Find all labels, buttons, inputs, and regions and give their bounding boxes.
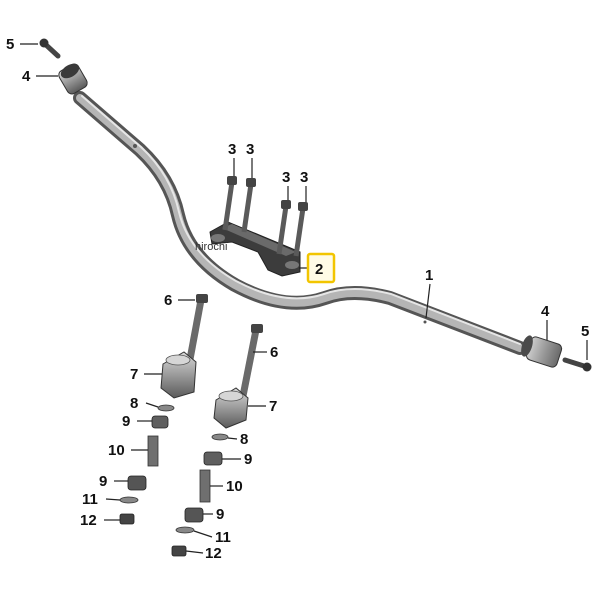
callout-12-right[interactable]: 12 <box>205 545 222 562</box>
sleeve-right <box>199 469 211 503</box>
callout-4-left[interactable]: 4 <box>22 68 31 85</box>
riser-right <box>213 387 249 429</box>
callout-9-b[interactable]: 9 <box>244 451 252 468</box>
callout-6-left[interactable]: 6 <box>164 292 172 309</box>
bushing-right-upper <box>203 451 223 466</box>
highlight-box <box>306 252 336 284</box>
callout-10-left[interactable]: 10 <box>108 442 125 459</box>
callout-9-d[interactable]: 9 <box>216 506 224 523</box>
washer-right-lower <box>175 526 195 534</box>
bar-end-weight-right <box>521 335 563 368</box>
callout-8-right[interactable]: 8 <box>240 431 248 448</box>
washer-right-upper <box>211 433 229 441</box>
callout-7-right[interactable]: 7 <box>269 398 277 415</box>
clamp-bolt-1 <box>222 176 237 231</box>
callout-9-a[interactable]: 9 <box>122 413 130 430</box>
clamp-bolt-2 <box>241 178 256 233</box>
handlebar <box>73 91 527 355</box>
callout-6-right[interactable]: 6 <box>270 344 278 361</box>
bushing-left-upper <box>151 415 169 429</box>
bushing-left-lower <box>127 475 147 491</box>
callout-9-c[interactable]: 9 <box>99 473 107 490</box>
callout-10-right[interactable]: 10 <box>226 478 243 495</box>
watermark-text: hirochi <box>195 241 227 253</box>
callout-3-c[interactable]: 3 <box>282 169 290 186</box>
clamp-bolt-4 <box>293 202 308 257</box>
clamp-bolt-3 <box>276 200 291 255</box>
callout-1[interactable]: 1 <box>425 267 433 284</box>
callout-3-a[interactable]: 3 <box>228 141 236 158</box>
callout-2[interactable]: 2 <box>315 261 323 278</box>
bar-end-screw-left <box>39 38 61 59</box>
callout-4-right[interactable]: 4 <box>541 303 550 320</box>
bar-end-weight-left <box>58 63 88 95</box>
sleeve-left <box>147 435 159 467</box>
callout-7-left[interactable]: 7 <box>130 366 138 383</box>
nut-left <box>119 513 135 525</box>
leader-lines <box>20 43 588 554</box>
callout-3-b[interactable]: 3 <box>246 141 254 158</box>
callout-5-left[interactable]: 5 <box>6 36 14 53</box>
callout-11-left[interactable]: 11 <box>82 491 98 508</box>
bushing-right-lower <box>184 507 204 523</box>
nut-right <box>171 545 187 557</box>
riser-left <box>160 351 197 399</box>
riser-bolt-right <box>239 324 263 397</box>
callout-3-d[interactable]: 3 <box>300 169 308 186</box>
callout-11-right[interactable]: 11 <box>215 529 231 546</box>
washer-left-upper <box>157 404 175 412</box>
callout-12-left[interactable]: 12 <box>80 512 97 529</box>
washer-left-lower <box>119 496 139 504</box>
bar-end-screw-right <box>562 357 592 372</box>
callout-5-right[interactable]: 5 <box>581 323 589 340</box>
callout-8-left[interactable]: 8 <box>130 395 138 412</box>
